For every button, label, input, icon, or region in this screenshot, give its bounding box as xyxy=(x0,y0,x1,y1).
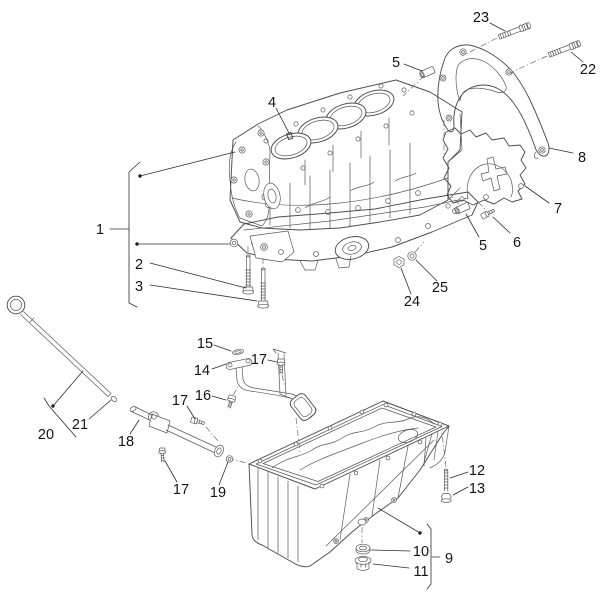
callout-16: 16 xyxy=(195,388,211,404)
callout-17-pickup: 17 xyxy=(251,352,267,368)
pickup-strainer xyxy=(289,393,317,421)
bolt-17-tube xyxy=(158,447,167,463)
callout-10: 10 xyxy=(413,544,429,560)
dowel-pin-upper xyxy=(419,66,436,79)
bolt-23-centerline xyxy=(461,37,498,57)
head-bolt-holes xyxy=(263,83,415,171)
callout-5-side: 5 xyxy=(479,238,487,254)
callout-8: 8 xyxy=(578,150,586,166)
washer-25 xyxy=(407,241,425,261)
flywheel-cover-plate xyxy=(442,120,527,206)
bolt-22-centerline xyxy=(509,55,548,74)
bolt-23 xyxy=(497,22,531,40)
leader-lines xyxy=(43,22,584,590)
callout-12: 12 xyxy=(469,463,485,479)
callout-18: 18 xyxy=(118,434,134,450)
callout-17-tube: 17 xyxy=(173,482,189,498)
stud-12 xyxy=(441,432,449,492)
drain-boss xyxy=(357,518,367,526)
callout-23: 23 xyxy=(473,10,489,26)
callout-14: 14 xyxy=(194,363,210,379)
callout-19: 19 xyxy=(210,485,226,501)
callout-15: 15 xyxy=(197,336,213,352)
dipstick-tube-18 xyxy=(129,406,247,464)
callout-7: 7 xyxy=(554,201,562,217)
callout-21: 21 xyxy=(72,417,88,433)
washer-19 xyxy=(225,455,234,463)
callout-20: 20 xyxy=(38,427,54,443)
rear-cover-gasket xyxy=(437,44,550,159)
callout-2: 2 xyxy=(135,257,143,273)
callout-13: 13 xyxy=(469,481,485,497)
cylinder-block xyxy=(228,79,463,231)
nut-13 xyxy=(440,493,452,503)
callout-5-top: 5 xyxy=(392,55,400,71)
crankcase-bolt-3 xyxy=(257,258,269,309)
callout-4: 4 xyxy=(268,95,276,111)
callout-1: 1 xyxy=(96,222,104,238)
callout-25: 25 xyxy=(432,280,448,296)
callout-22: 22 xyxy=(580,62,596,78)
bolt-22 xyxy=(547,40,581,58)
callout-labels: 1 2 3 4 5 5 6 7 8 9 10 11 12 13 14 15 16… xyxy=(38,10,596,580)
screw-17-clamp-centerline xyxy=(205,426,219,442)
nut-24 xyxy=(393,256,405,268)
bolt-16 xyxy=(227,394,237,409)
oil-sump xyxy=(248,400,450,568)
callout-3: 3 xyxy=(135,279,143,295)
callout-9: 9 xyxy=(445,551,453,567)
bolt-17-pickup xyxy=(276,358,286,388)
screw-6 xyxy=(480,208,495,220)
dipstick-o-ring-21 xyxy=(110,395,118,403)
callout-6: 6 xyxy=(513,235,521,251)
sump-flange-holes xyxy=(257,402,443,489)
oil-pickup xyxy=(225,348,317,421)
dowel-upper-centerline xyxy=(402,75,425,97)
drain-plug-11 xyxy=(354,556,372,571)
dowel-pin-lower xyxy=(454,202,471,215)
pickup-bracket xyxy=(272,348,291,399)
callout-11: 11 xyxy=(413,564,428,580)
drain-washer-10 xyxy=(355,543,371,555)
screw-17-clamp xyxy=(190,416,205,425)
crankcase-bedplate xyxy=(229,172,479,271)
screw-6-centerline xyxy=(477,201,487,211)
dowel-lower-centerline xyxy=(450,195,460,205)
o-ring-15 xyxy=(232,348,244,356)
callout-17-clamp: 17 xyxy=(172,393,188,409)
cylinder-bores xyxy=(270,89,395,160)
dipstick xyxy=(6,295,112,397)
callout-24: 24 xyxy=(404,294,420,310)
